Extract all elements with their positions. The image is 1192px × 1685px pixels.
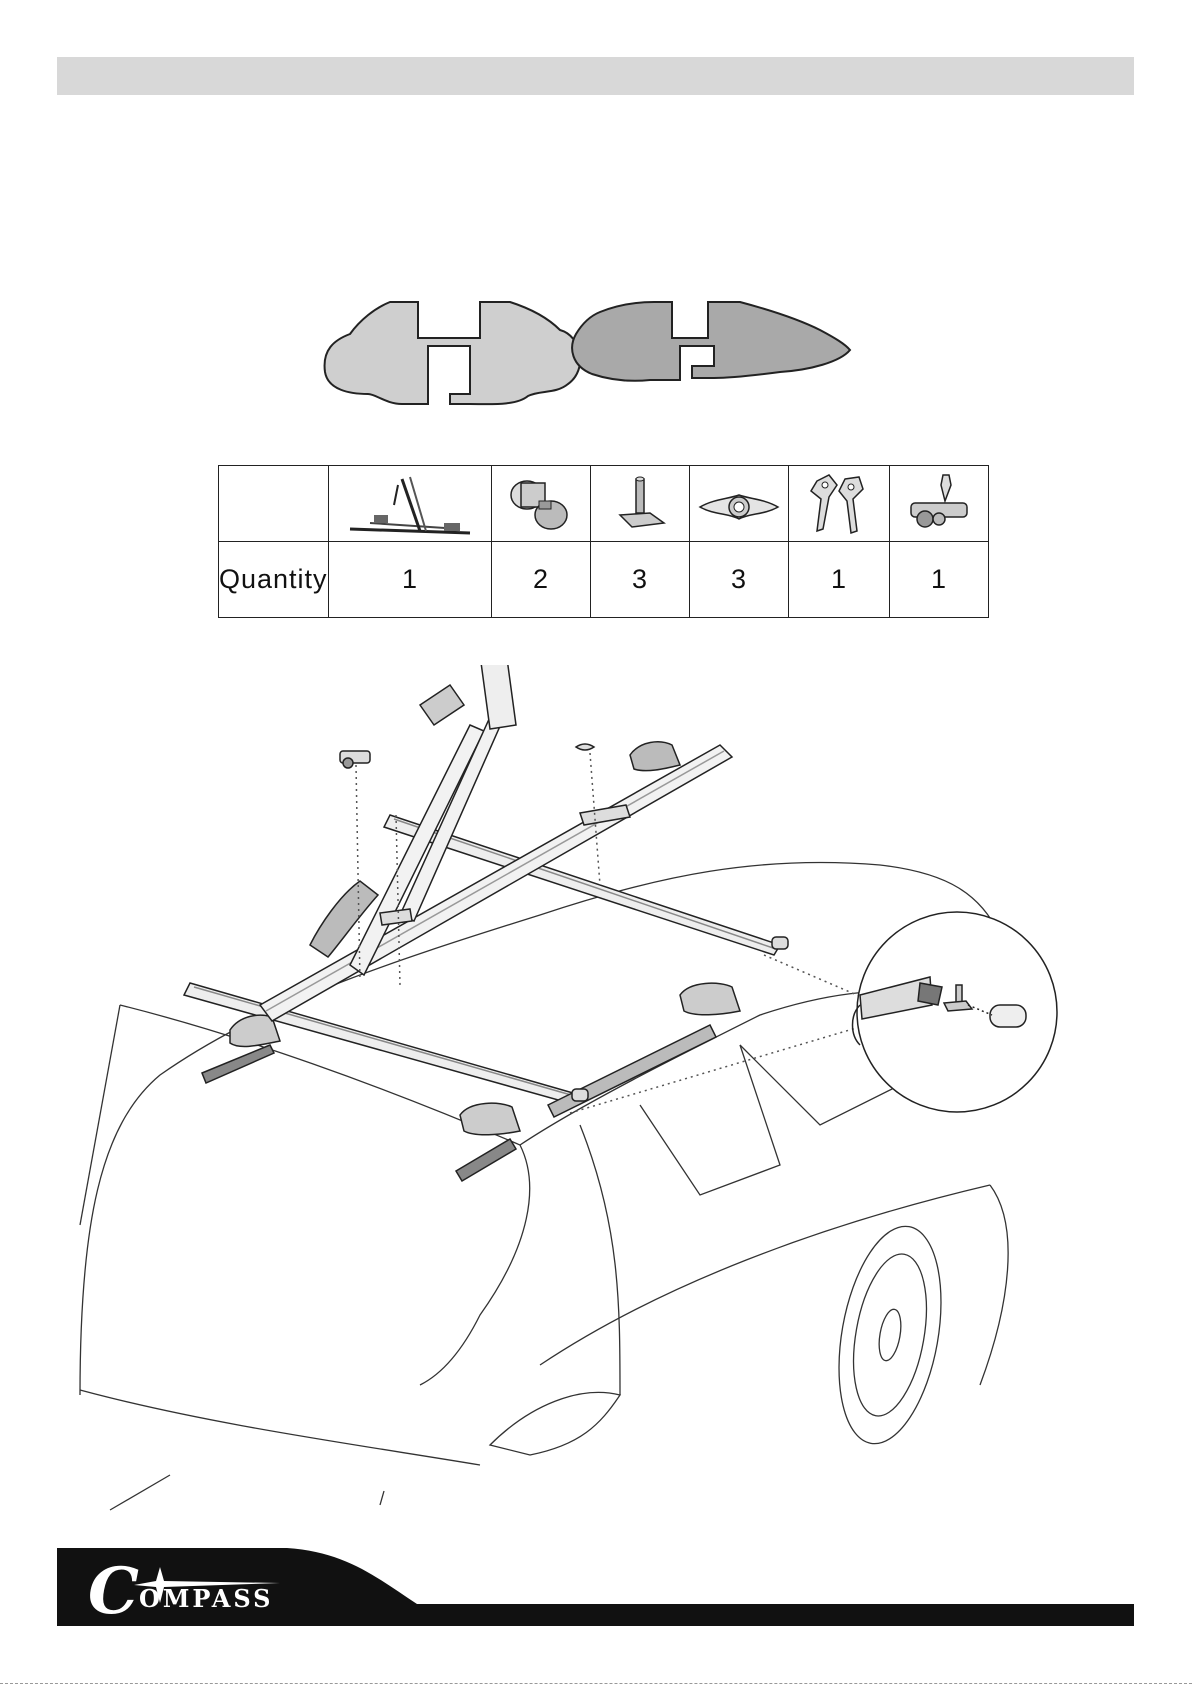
- quantity-end-cap: 2: [491, 542, 590, 618]
- quantity-keys: 1: [788, 542, 889, 618]
- parts-table: Quantity 1 2 3 3 1 1: [218, 465, 989, 618]
- keys-icon: [788, 466, 889, 542]
- lock-clamp-icon: [889, 466, 988, 542]
- detail-zoom-circle: [853, 912, 1058, 1112]
- header-bar: [57, 57, 1134, 95]
- quantity-label: Quantity: [219, 542, 329, 618]
- quantity-t-bolt: 3: [590, 542, 689, 618]
- square-bar-profile: [325, 302, 581, 404]
- cross-tube: [548, 1025, 716, 1117]
- wing-nut-icon: [689, 466, 788, 542]
- installation-illustration: [60, 665, 1140, 1545]
- bar-profiles-diagram: [320, 300, 880, 420]
- bike-carrier: [260, 665, 732, 1021]
- logo-star-icon: [130, 1565, 280, 1605]
- parts-quantity-row: Quantity 1 2 3 3 1 1: [219, 542, 989, 618]
- aero-bar-profile: [572, 302, 850, 381]
- car-outline: [80, 862, 1008, 1510]
- quantity-lock-clamp: 1: [889, 542, 988, 618]
- icon-row-label: [219, 466, 329, 542]
- t-bolt-icon: [590, 466, 689, 542]
- end-cap-icon: [491, 466, 590, 542]
- quantity-bike-carrier: 1: [328, 542, 491, 618]
- bike-carrier-icon: [328, 466, 491, 542]
- floating-clamp: [340, 751, 370, 768]
- parts-icon-row: [219, 466, 989, 542]
- floating-nut: [576, 744, 594, 750]
- quantity-wing-nut: 3: [689, 542, 788, 618]
